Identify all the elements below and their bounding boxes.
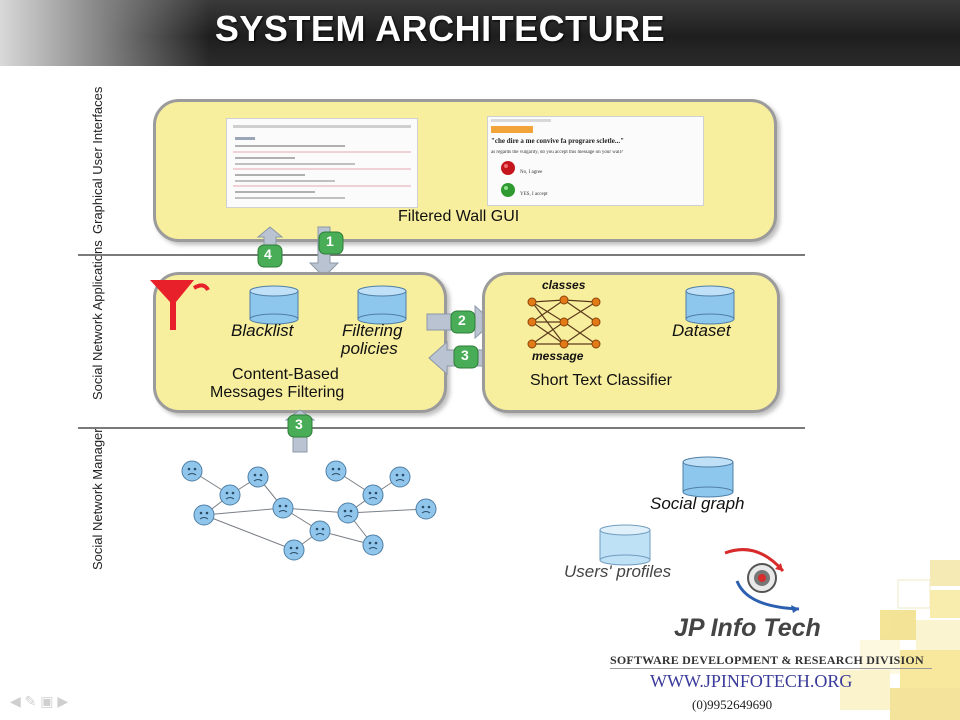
screenshot-orange-bar	[491, 126, 533, 133]
screenshot-vote-icons	[501, 161, 515, 197]
pen-icon[interactable]: ✎	[24, 693, 37, 709]
badge-1-icon	[318, 231, 344, 255]
layer-separator-top	[78, 254, 805, 256]
company-name: JP Info Tech	[674, 614, 821, 642]
badge-3-bottom-icon	[287, 414, 313, 438]
company-website: WWW.JPINFOTECH.ORG	[650, 671, 853, 691]
decorative-cubes	[840, 560, 960, 720]
layer-label-apps: Social Network Applications	[90, 240, 105, 400]
neural-network-icon	[527, 295, 601, 349]
blacklist-database-icon	[249, 285, 299, 325]
cbmf-label-2: Messages Filtering	[210, 384, 345, 401]
prev-slide-icon[interactable]: ◀	[10, 693, 21, 709]
social-graph-database-icon	[682, 456, 734, 498]
filtering-policies-label-2: policies	[341, 339, 398, 358]
layer-separator-bottom	[78, 427, 805, 429]
screenshot-subquestion: as regards the vulgarity, do you accept …	[491, 150, 624, 155]
company-division: SOFTWARE DEVELOPMENT & RESEARCH DIVISION	[610, 653, 924, 667]
badge-3-right-label: 3	[461, 347, 469, 363]
badge-2-icon	[450, 310, 476, 334]
wall-screenshot-lines	[233, 125, 411, 199]
filtering-policies-database-icon	[357, 285, 407, 325]
wall-screenshot-right: "che dire a me convive fa prograre sclet…	[487, 116, 704, 206]
filtered-wall-gui-label: Filtered Wall GUI	[398, 208, 520, 225]
slide-title: SYSTEM ARCHITECTURE	[214, 8, 666, 49]
social-network-graph	[181, 460, 437, 561]
header-bar: SYSTEM ARCHITECTURE	[0, 0, 960, 66]
filtering-policies-label-1: Filtering	[342, 321, 403, 340]
badge-4-label: 4	[264, 246, 272, 262]
layer-label-gui: Graphical User Interfaces	[90, 86, 105, 234]
screenshot-question: "che dire a me convive fa prograre sclet…	[491, 137, 624, 145]
user-nodes	[181, 460, 437, 561]
division-underline	[610, 668, 932, 669]
slide-controls[interactable]: ◀ ✎ ▣ ▶	[10, 693, 68, 710]
users-profiles-label: Users' profiles	[564, 562, 672, 581]
layer-label-manager: Social Network Manager	[90, 428, 105, 570]
screenshot-option-no: YES, I accept	[520, 192, 548, 197]
screenshot-header-strip	[491, 119, 551, 122]
next-slide-icon[interactable]: ▶	[57, 693, 69, 709]
stc-label: Short Text Classifier	[530, 372, 672, 389]
company-logo-icon	[724, 548, 800, 613]
badge-2-label: 2	[458, 312, 466, 328]
screenshot-option-yes: No, I agree	[520, 170, 543, 175]
message-label: message	[532, 349, 584, 363]
funnel-icon	[150, 280, 210, 330]
badge-1-label: 1	[326, 233, 334, 249]
header-gradient	[0, 0, 210, 66]
social-graph-label: Social graph	[650, 494, 745, 513]
badge-3-bottom-label: 3	[295, 416, 303, 432]
dataset-database-icon	[685, 285, 735, 325]
badge-4-icon	[257, 244, 283, 268]
wall-screenshot-left	[226, 118, 418, 208]
menu-icon[interactable]: ▣	[40, 693, 54, 709]
classes-label: classes	[542, 278, 586, 292]
company-phone: (0)9952649690	[692, 697, 773, 712]
badge-3-right-icon	[453, 345, 479, 369]
blacklist-label: Blacklist	[231, 321, 294, 340]
users-profiles-database-icon	[599, 524, 651, 566]
dataset-label: Dataset	[672, 321, 731, 340]
cbmf-label-1: Content-Based	[232, 366, 339, 383]
